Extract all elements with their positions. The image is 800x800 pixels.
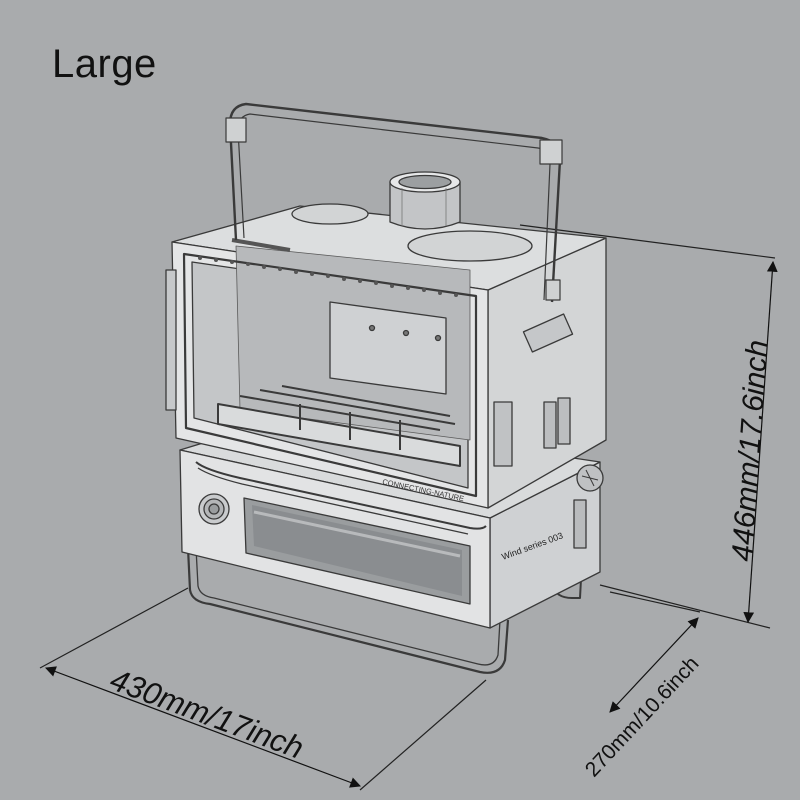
- cooktop-burner-left: [291, 203, 369, 225]
- carry-handle: [225, 102, 563, 303]
- width-label: 430mm/17inch: [106, 662, 309, 766]
- chimney-pipe: [389, 171, 461, 230]
- extension-line-front: [359, 679, 487, 791]
- extension-line-bottom: [599, 584, 771, 629]
- depth-arrow: [609, 617, 699, 713]
- dimension-lines: [39, 224, 778, 791]
- extension-line-left: [39, 587, 189, 669]
- depth-label: 270mm/10.6inch: [581, 652, 704, 781]
- extension-line-top: [519, 224, 776, 259]
- door-rivets: [198, 256, 458, 297]
- title: Large: [52, 42, 157, 86]
- side-handle-slot-2: [557, 397, 571, 445]
- side-badge: [522, 313, 574, 353]
- height-arrow: [743, 260, 778, 624]
- height-label: 446mm/17.6inch: [726, 339, 774, 563]
- drawer-handle: [195, 461, 487, 530]
- width-arrow: [44, 666, 362, 788]
- door-latch: [493, 401, 513, 467]
- cooktop-burner-right: [407, 230, 533, 262]
- side-handle-slot-1: [543, 401, 557, 449]
- grate: [217, 385, 461, 467]
- door-hinge: [165, 269, 177, 411]
- stove: Wind series 003: [165, 102, 607, 674]
- side-clip: [573, 499, 587, 549]
- extension-line-depth-right: [609, 591, 701, 613]
